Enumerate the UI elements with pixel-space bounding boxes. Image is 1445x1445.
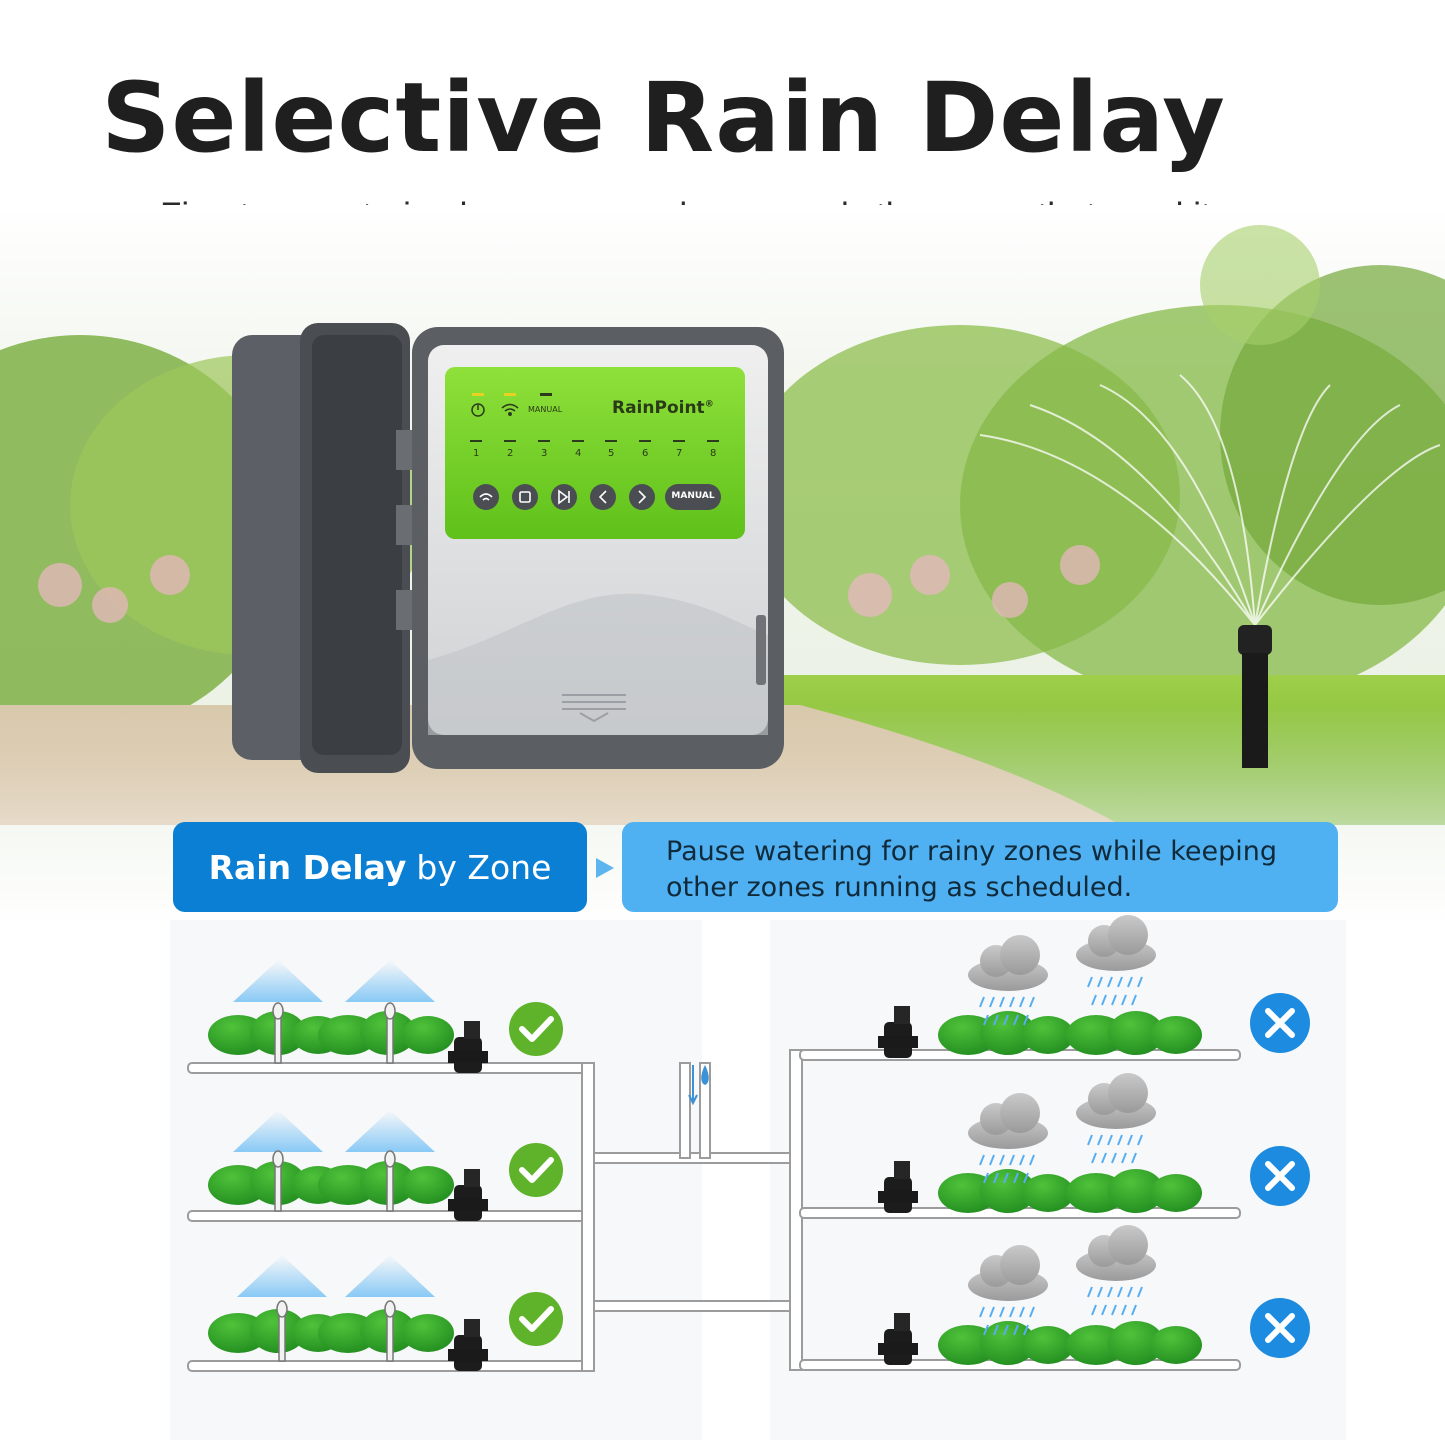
zone-number: 4 (575, 448, 582, 459)
arrow-right-icon (596, 858, 614, 878)
wifi-icon (501, 403, 519, 416)
zone-number: 3 (541, 448, 548, 459)
check-icon (509, 1143, 563, 1197)
controller-body (412, 327, 784, 769)
description-line-2: other zones running as scheduled. (666, 872, 1133, 903)
controller-buttons (473, 484, 721, 510)
zone-number: 8 (710, 448, 717, 459)
description-line-1: Pause watering for rainy zones while kee… (666, 836, 1278, 867)
rain-delay-description: Pause watering for rainy zones while kee… (622, 822, 1338, 912)
zone-number: 6 (642, 448, 649, 459)
controller-brand: RainPoint® (612, 398, 714, 418)
manual-indicator-label: MANUAL (528, 405, 563, 414)
zone-diagram (170, 915, 1346, 1440)
zone-number: 5 (608, 448, 615, 459)
page-title: Selective Rain Delay (101, 62, 1226, 174)
check-icon (509, 1002, 563, 1056)
zone-number: 7 (676, 448, 683, 459)
next-button-icon (638, 490, 647, 504)
sprinkler-head (1238, 625, 1272, 768)
wifi-button-icon (479, 493, 493, 501)
rain-delay-badge: Rain Delay by Zone (173, 822, 587, 912)
cross-icon (1250, 993, 1310, 1053)
cross-icon (1250, 1298, 1310, 1358)
skip-button-icon (558, 489, 570, 505)
stop-button-icon (519, 491, 531, 503)
garden-scene (0, 205, 1445, 925)
cross-icon (1250, 1146, 1310, 1206)
zone-number: 1 (473, 448, 480, 459)
zone-number: 2 (507, 448, 514, 459)
zone-leds (470, 440, 719, 442)
clock-icon (471, 403, 485, 417)
badge-bold-text: Rain Delay (208, 847, 407, 887)
registered-mark: ® (704, 399, 714, 410)
controller-door (232, 323, 414, 773)
check-icon (509, 1292, 563, 1346)
badge-rest-text: by Zone (416, 847, 552, 887)
prev-button-icon (598, 490, 607, 504)
manual-button-label: MANUAL (671, 491, 715, 501)
